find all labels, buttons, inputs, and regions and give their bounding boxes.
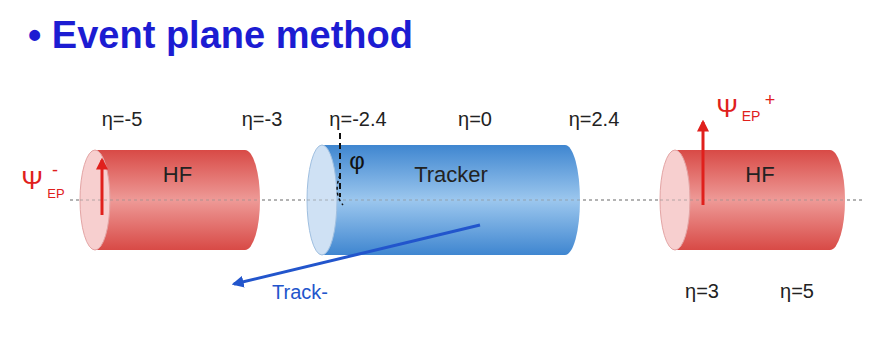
tracker-cylinder: Tracker: [307, 145, 580, 255]
beam-axis: [660, 200, 845, 201]
psi-superscript: +: [765, 91, 776, 109]
psi-subscript: EP: [742, 109, 761, 123]
eta-value: η=-2.4: [329, 109, 386, 129]
psi-symbol: Ψ: [716, 95, 738, 121]
detector-name: Tracker: [414, 162, 488, 188]
eta-value: η=0: [458, 109, 492, 129]
eta-value: η=-5: [102, 109, 143, 129]
event-plane-arrow: [702, 122, 705, 205]
psi-superscript: -: [52, 161, 58, 179]
tracker-cylinder: [307, 145, 580, 255]
psi-symbol: Ψ: [21, 167, 43, 193]
beam-axis: [80, 200, 260, 201]
azimuth-reference-line: [339, 133, 341, 197]
psi-subscript: EP: [47, 187, 64, 200]
detector-name: HF: [163, 162, 192, 188]
event-plane-arrow: [101, 160, 104, 215]
eta-value: η=5: [780, 281, 814, 301]
calorimeter-cylinder: HF: [80, 150, 260, 250]
track-arrow: [234, 225, 480, 284]
beam-axis: [583, 199, 658, 201]
eta-value: η=2.4: [569, 109, 620, 129]
track-label: Track-: [272, 282, 328, 302]
calorimeter-cylinder: HF: [660, 150, 845, 250]
eta-value: η=-3: [242, 109, 283, 129]
beam-axis: [70, 199, 80, 201]
azimuth-angle-arc: [337, 175, 343, 205]
cylinder-body: [675, 150, 845, 250]
slide-title: • Event plane method: [28, 14, 413, 57]
eta-value: η=3: [685, 281, 719, 301]
detector-name: HF: [745, 162, 774, 188]
beam-axis: [262, 199, 305, 201]
beam-axis: [847, 199, 862, 201]
beam-axis: [307, 200, 580, 201]
phi-symbol: φ: [349, 149, 365, 173]
